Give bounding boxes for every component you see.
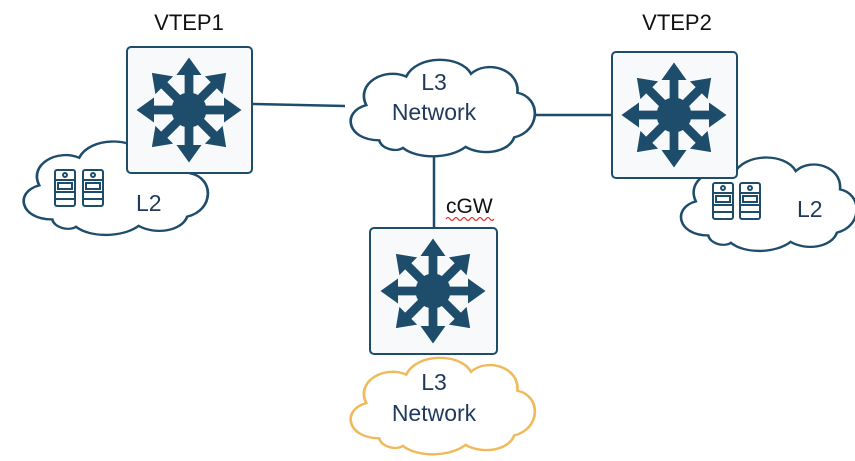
spellcheck-underline	[445, 216, 495, 222]
cloud-left-l2: L2	[22, 140, 210, 237]
links	[252, 102, 612, 228]
cloud-core-line2: Network	[392, 99, 477, 125]
vtep1-device: VTEP1	[126, 10, 253, 174]
cloud-external-l3: L3 Network	[349, 356, 537, 456]
vtep2-device: VTEP2	[611, 10, 738, 179]
cloud-right-l2-label: L2	[797, 196, 823, 222]
cloud-core-l3: L3 Network	[349, 58, 537, 158]
layer3-switch-icon	[380, 238, 486, 344]
vtep2-label: VTEP2	[642, 10, 712, 35]
cloud-left-l2-label: L2	[136, 190, 162, 216]
cloud-external-line2: Network	[392, 400, 477, 426]
cgw-device: cGW	[369, 195, 498, 355]
cloud-core-line1: L3	[421, 69, 447, 95]
cloud-right-l2: L2	[679, 156, 855, 253]
cloud-external-line1: L3	[421, 369, 447, 395]
link-vtep1-core	[252, 102, 346, 108]
cgw-label: cGW	[446, 195, 493, 218]
vtep1-label: VTEP1	[154, 10, 224, 35]
layer3-switch-icon	[136, 57, 242, 163]
layer3-switch-icon	[621, 62, 727, 168]
